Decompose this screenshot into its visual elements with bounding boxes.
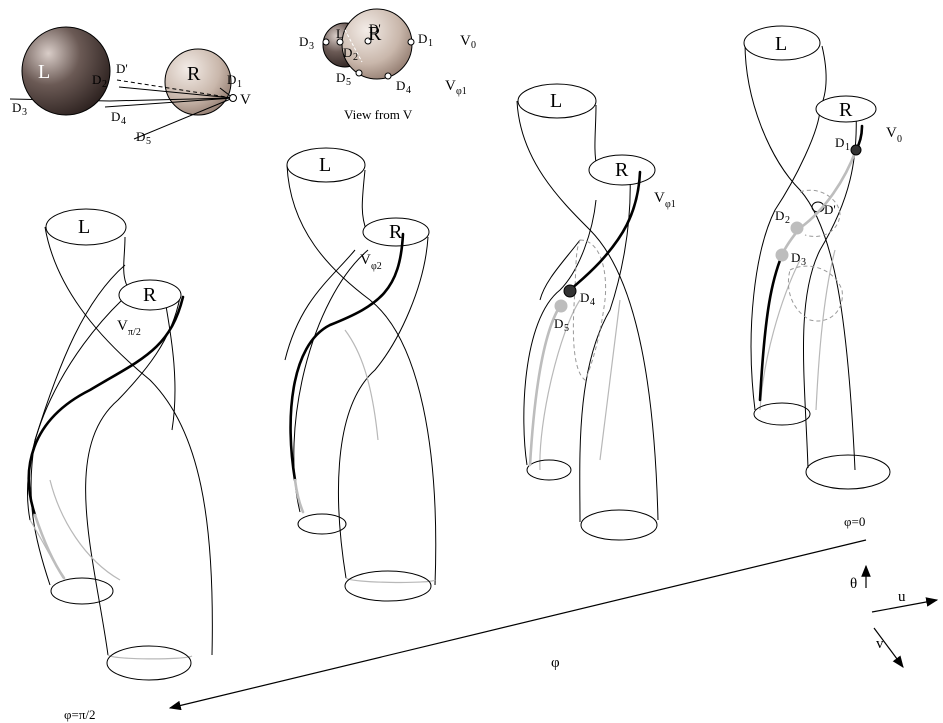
svg-text:φ2: φ2 — [371, 261, 382, 272]
point-v — [230, 95, 237, 102]
svg-text:D: D — [336, 70, 345, 85]
svg-text:D: D — [227, 72, 236, 87]
view-caption: View from V — [344, 107, 413, 122]
tube1-r: R — [143, 284, 157, 306]
phi-end-label: φ=π/2 — [64, 707, 96, 722]
svg-text:D: D — [580, 290, 589, 305]
view-l-label: L — [336, 26, 344, 41]
svg-text:V: V — [117, 318, 128, 334]
svg-text:D: D — [12, 100, 21, 115]
coordinate-frame: θ u v — [850, 566, 937, 667]
label-dprime: D' — [116, 61, 128, 76]
tube2-r: R — [389, 221, 403, 243]
svg-text:4: 4 — [121, 116, 126, 127]
svg-text:D: D — [396, 78, 405, 93]
view-label-dprime: D' — [369, 21, 381, 36]
sphere-l-label: L — [38, 61, 50, 83]
svg-text:5: 5 — [564, 323, 569, 334]
svg-text:1: 1 — [237, 79, 242, 90]
tube4-l: L — [775, 33, 787, 55]
svg-text:3: 3 — [309, 41, 314, 52]
svg-text:D: D — [791, 250, 800, 265]
svg-text:2: 2 — [785, 215, 790, 226]
svg-text:D: D — [343, 45, 352, 60]
phi-zero-label: φ=0 — [844, 514, 865, 529]
svg-text:V: V — [360, 252, 371, 268]
svg-text:4: 4 — [590, 297, 595, 308]
svg-text:V: V — [445, 78, 456, 94]
svg-text:5: 5 — [346, 77, 351, 88]
tube3-point-d4 — [564, 285, 576, 297]
v-label: V — [240, 92, 251, 108]
svg-text:D: D — [554, 316, 563, 331]
svg-text:φ1: φ1 — [665, 199, 676, 210]
svg-text:π/2: π/2 — [128, 327, 141, 338]
svg-text:D: D — [775, 208, 784, 223]
tube3-l: L — [550, 90, 562, 112]
svg-text:V: V — [886, 125, 897, 141]
theta-label: θ — [850, 576, 857, 592]
tube4-point-d1 — [851, 145, 861, 155]
u-label: u — [898, 589, 906, 605]
svg-text:D: D — [136, 129, 145, 144]
tube3-r: R — [615, 159, 629, 181]
svg-text:2: 2 — [353, 52, 358, 63]
svg-text:3: 3 — [801, 257, 806, 268]
tube2-v-label: Vφ2 — [360, 252, 382, 272]
tube4-r: R — [839, 99, 853, 121]
svg-text:1: 1 — [845, 142, 850, 153]
svg-text:2: 2 — [102, 79, 107, 90]
svg-text:D: D — [835, 135, 844, 150]
sphere-l — [22, 27, 110, 115]
phi-axis: φ φ=0 φ=π/2 — [64, 514, 866, 722]
tube3-point-d5 — [555, 300, 567, 312]
tube4-label-dprime: D' — [824, 202, 836, 217]
svg-text:4: 4 — [406, 85, 411, 96]
svg-text:0: 0 — [897, 134, 902, 145]
svg-text:0: 0 — [471, 40, 476, 51]
phi-axis-label: φ — [551, 655, 560, 671]
svg-text:1: 1 — [428, 38, 433, 49]
svg-text:φ1: φ1 — [456, 86, 467, 97]
v-axis-label: v — [876, 636, 884, 652]
svg-text:3: 3 — [22, 107, 27, 118]
tube2-l: L — [319, 154, 331, 176]
tube4-point-d3 — [776, 249, 788, 261]
svg-text:D: D — [299, 34, 308, 49]
svg-text:V: V — [460, 33, 471, 49]
svg-text:5: 5 — [146, 136, 151, 147]
svg-text:D: D — [418, 31, 427, 46]
sphere-r-label: R — [187, 63, 201, 85]
tube1-l: L — [78, 216, 90, 238]
svg-text:D: D — [92, 72, 101, 87]
svg-text:V: V — [654, 190, 665, 206]
tube4-point-d2 — [791, 222, 803, 234]
svg-text:D: D — [111, 109, 120, 124]
